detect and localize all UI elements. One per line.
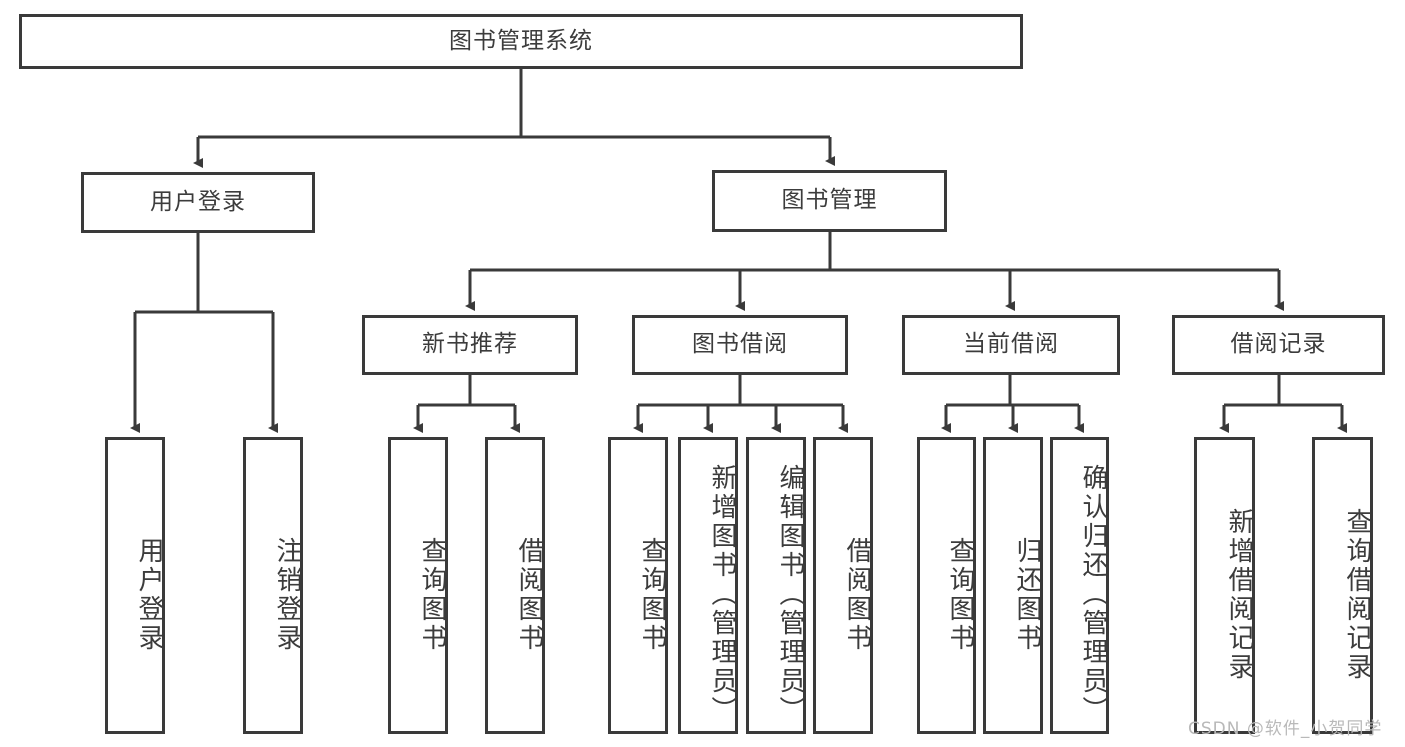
leaf-node[interactable]: 用户登录 (105, 437, 165, 734)
node-book-management[interactable]: 图书管理 (712, 170, 947, 232)
leaf-node[interactable]: 借阅图书 (485, 437, 545, 734)
leaf-node[interactable]: 注销登录 (243, 437, 303, 734)
leaf-node[interactable]: 查询借阅记录 (1312, 437, 1373, 734)
leaf-node[interactable]: 新增图书（管理员） (678, 437, 738, 734)
leaf-node[interactable]: 编辑图书（管理员） (746, 437, 806, 734)
leaf-node[interactable]: 新增借阅记录 (1194, 437, 1255, 734)
node-current-borrow[interactable]: 当前借阅 (902, 315, 1120, 375)
leaf-node[interactable]: 确认归还（管理员） (1050, 437, 1109, 734)
leaf-node[interactable]: 查询图书 (917, 437, 976, 734)
csdn-watermark: CSDN @软件_小贺同学 (1188, 719, 1383, 739)
node-user-login[interactable]: 用户登录 (81, 172, 315, 233)
node-book-borrow[interactable]: 图书借阅 (632, 315, 848, 375)
leaf-node[interactable]: 查询图书 (608, 437, 668, 734)
node-new-book-recommend[interactable]: 新书推荐 (362, 315, 578, 375)
node-root-system[interactable]: 图书管理系统 (19, 14, 1023, 69)
node-borrow-records[interactable]: 借阅记录 (1172, 315, 1385, 375)
leaf-node[interactable]: 归还图书 (983, 437, 1043, 734)
leaf-node[interactable]: 借阅图书 (813, 437, 873, 734)
leaf-node[interactable]: 查询图书 (388, 437, 448, 734)
